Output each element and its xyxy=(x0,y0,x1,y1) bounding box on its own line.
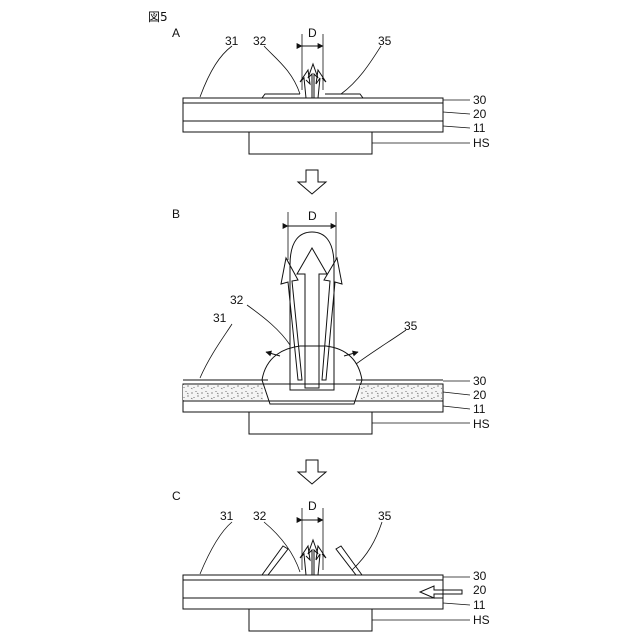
dimension-label: D xyxy=(308,499,317,513)
layer-label-11: 11 xyxy=(473,121,486,135)
layer-label-hs: HS xyxy=(473,136,490,150)
dimension-label: D xyxy=(308,209,317,223)
layer-label-30: 30 xyxy=(473,93,487,107)
flap-right xyxy=(336,546,362,575)
callout-35: 35 xyxy=(378,509,392,523)
layer-30 xyxy=(183,98,443,103)
layer-label-20: 20 xyxy=(473,388,487,402)
layer-label-20: 20 xyxy=(473,107,487,121)
callout-32: 32 xyxy=(230,293,244,307)
inflow-arrow-icon xyxy=(420,586,462,598)
layer-11 xyxy=(183,598,443,609)
heat-sink xyxy=(249,412,372,434)
left-arrow xyxy=(281,258,302,380)
layer-11 xyxy=(183,121,443,132)
layer-label-30: 30 xyxy=(473,374,487,388)
layer-label-hs: HS xyxy=(473,613,490,627)
layer-20 xyxy=(183,103,443,121)
panel-label: B xyxy=(172,207,180,221)
layer-11 xyxy=(183,401,443,412)
callout-35: 35 xyxy=(404,319,418,333)
down-arrow-icon xyxy=(298,170,326,194)
center-arrow xyxy=(297,248,327,388)
panel-label: C xyxy=(172,489,181,503)
layer-label-hs: HS xyxy=(473,417,490,431)
right-arrow xyxy=(322,258,342,380)
callout-35: 35 xyxy=(378,34,392,48)
panel-c: C D 31 32 35 30 20 11 HS xyxy=(172,489,490,631)
panel-b: B D 32 31 35 30 20 xyxy=(172,207,490,434)
layer-label-30: 30 xyxy=(473,569,487,583)
callout-31: 31 xyxy=(213,311,227,325)
panel-a: A D 31 32 35 30 20 11 HS xyxy=(172,26,490,154)
layer-label-20: 20 xyxy=(473,583,487,597)
heat-sink xyxy=(249,609,372,631)
callout-31: 31 xyxy=(220,509,234,523)
layer-30 xyxy=(183,575,443,580)
heat-sink xyxy=(249,132,372,154)
figure-label: 図5 xyxy=(148,10,168,24)
dimension-label: D xyxy=(308,26,317,40)
vent-arrows xyxy=(300,64,326,98)
callout-32: 32 xyxy=(253,34,267,48)
layer-label-11: 11 xyxy=(473,402,486,416)
flap-left xyxy=(262,546,288,575)
vent-arrows xyxy=(300,540,326,575)
panel-label: A xyxy=(172,26,180,40)
layer-20 xyxy=(183,580,443,598)
callout-31: 31 xyxy=(225,34,239,48)
callout-32: 32 xyxy=(253,509,267,523)
down-arrow-icon xyxy=(298,460,326,484)
layer-label-11: 11 xyxy=(473,598,486,612)
